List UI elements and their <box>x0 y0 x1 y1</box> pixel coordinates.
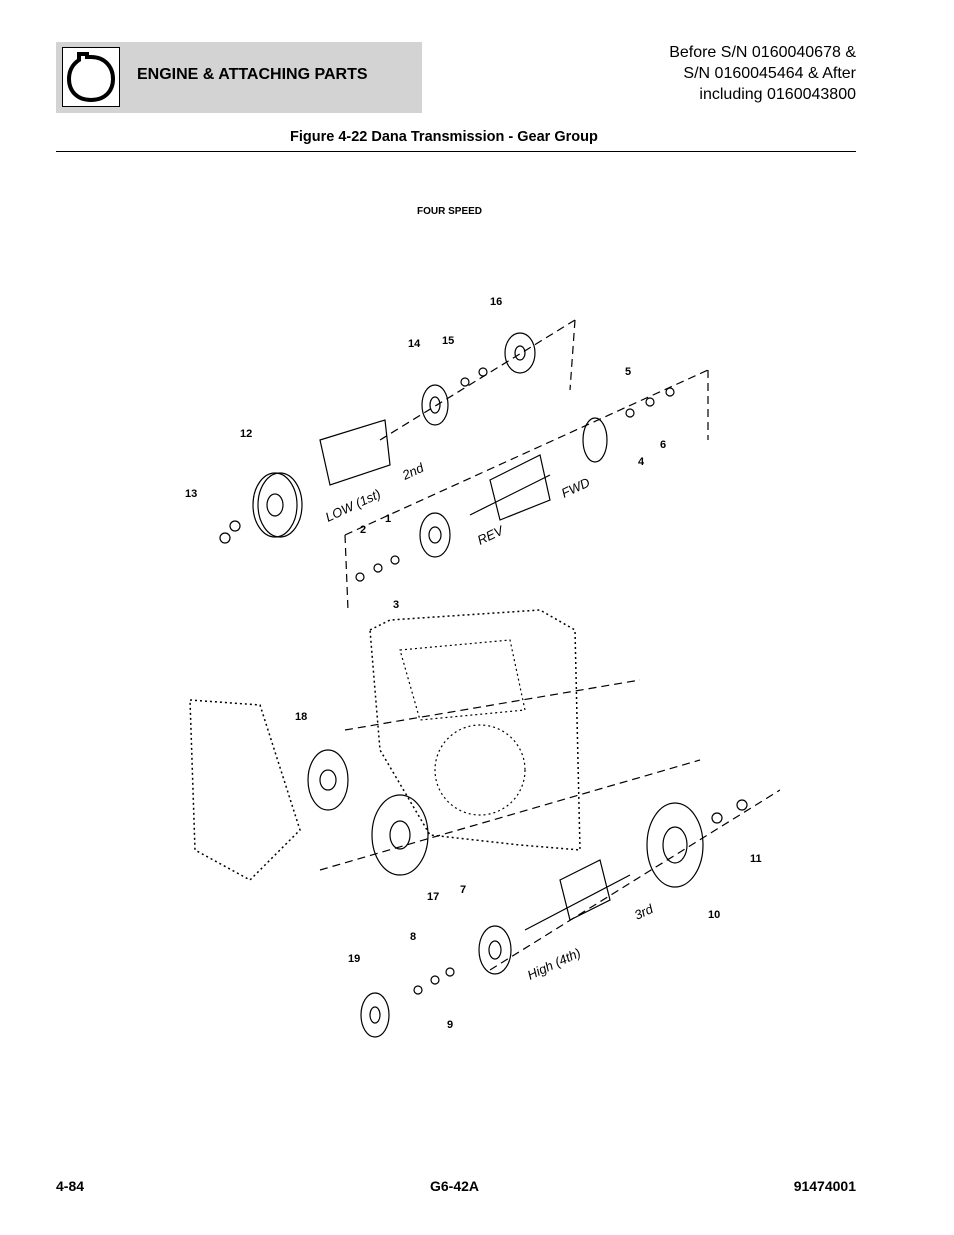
page-number: 4-84 <box>56 1178 85 1194</box>
exploded-gear-diagram: 1 2 3 4 5 6 7 8 9 10 11 12 13 14 15 16 1… <box>185 296 780 1038</box>
label-2nd: 2nd <box>399 460 427 484</box>
serial-line: S/N 0160045464 & After <box>683 65 856 82</box>
callout-19: 19 <box>348 953 360 965</box>
engine-outline-icon <box>62 47 120 107</box>
callout-10: 10 <box>708 909 720 921</box>
callout-12: 12 <box>240 428 252 440</box>
callout-13: 13 <box>185 488 197 500</box>
callout-3: 3 <box>393 599 399 611</box>
callout-16: 16 <box>490 296 502 308</box>
callout-8: 8 <box>410 931 416 943</box>
label-3rd: 3rd <box>632 901 656 923</box>
callout-15: 15 <box>442 335 454 347</box>
section-title: ENGINE & ATTACHING PARTS <box>137 66 368 83</box>
header-rule <box>56 151 856 152</box>
callout-4: 4 <box>638 456 645 468</box>
label-high-4th: High (4th) <box>525 945 583 983</box>
callout-18: 18 <box>295 711 307 723</box>
figure-title: Figure 4-22 Dana Transmission - Gear Gro… <box>290 129 598 145</box>
label-fwd: FWD <box>559 475 592 501</box>
callout-5: 5 <box>625 366 631 378</box>
callout-9: 9 <box>447 1019 453 1031</box>
label-rev: REV <box>475 522 507 547</box>
serial-line: Before S/N 0160040678 & <box>669 44 856 61</box>
serial-range: Before S/N 0160040678 & S/N 0160045464 &… <box>669 42 856 105</box>
model-number: G6-42A <box>430 1178 480 1194</box>
serial-line: including 0160043800 <box>699 86 856 103</box>
callout-6: 6 <box>660 439 666 451</box>
document-number: 91474001 <box>793 1178 856 1194</box>
callout-2: 2 <box>360 524 366 536</box>
label-low-1st: LOW (1st) <box>323 486 383 525</box>
callout-1: 1 <box>385 513 391 525</box>
callout-17: 17 <box>427 891 439 903</box>
callout-11: 11 <box>750 853 762 865</box>
figure-subtitle: FOUR SPEED <box>417 206 483 217</box>
callout-7: 7 <box>460 884 466 896</box>
callout-14: 14 <box>408 338 421 350</box>
